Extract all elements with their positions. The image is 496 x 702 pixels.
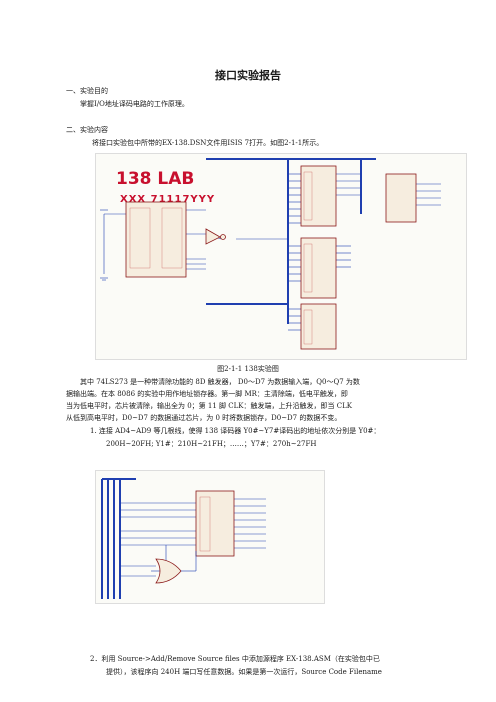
or-gate-u7 [155, 558, 182, 584]
inverter-gate [205, 228, 226, 245]
chip-u6-74ls138 [195, 490, 235, 557]
decoder-wires [120, 498, 266, 577]
paragraph-line-1: 其中 74LS273 是一种带清除功能的 8D 触发器， D0～D7 为数据输入… [80, 378, 360, 386]
chip-u5-74hc138 [385, 173, 417, 223]
circuit-figure-138: 138 LAB XXX 71117YYY [95, 153, 467, 360]
circuit-schematic: 138 LAB XXX 71117YYY [96, 154, 466, 359]
chip-u3-74ls273 [300, 237, 337, 299]
power-symbols [100, 209, 108, 281]
address-bus [206, 158, 376, 324]
chip-u4-74ls273 [300, 303, 337, 350]
decoder-figure [95, 470, 325, 604]
figure1-caption: 图2-1-1 138实验图 [217, 365, 279, 373]
pin-marks [129, 171, 313, 345]
paragraph-line-4: 从低到高电平时，D0~D7 的数据通过芯片，为 0 时将数据锁存，D0~D7 的… [66, 414, 342, 422]
lab-subtitle: XXX 71117YYY [120, 194, 215, 205]
lab-title: 138 LAB [116, 169, 194, 189]
paragraph-line-2: 据输出端。在本 8086 的实验中用作地址锁存器。第一脚 MR：主清除端，低电平… [66, 390, 348, 398]
step1-line-2: 200H~20FH; Y1#：210H~21FH；……；Y7#：270h~27F… [106, 440, 317, 448]
chip-u2-74ls273 [300, 165, 337, 227]
step2-line-1: 2．利用 Source->Add/Remove Source files 中添加… [90, 655, 380, 663]
chip-u1-8086 [125, 201, 187, 278]
step1-line-1: 1. 连接 AD4~AD9 等几根线，使得 138 译码器 Y0#~Y7#译码出… [90, 427, 381, 435]
section1-body: 掌握I/O地址译码电路的工作原理。 [80, 100, 189, 108]
ic-chips [125, 165, 417, 350]
section2-heading: 二、实验内容 [66, 126, 108, 134]
paragraph-line-3: 当为低电平时，芯片被清除，输出全为 0；第 11 脚 CLK：触发端，上升沿触发… [66, 402, 352, 410]
decoder-bus [101, 478, 136, 599]
page-title: 接口实验报告 [215, 69, 281, 82]
section1-heading: 一、实验目的 [66, 87, 108, 95]
section2-intro: 将接口实验包中所带的EX-138.DSN文件用ISIS 7打开。如图2-1-1所… [92, 139, 324, 147]
step2-line-2: 提供），该程序向 240H 端口写任意数据。如果是第一次运行，Source Co… [106, 668, 382, 676]
decoder-schematic [96, 471, 324, 603]
